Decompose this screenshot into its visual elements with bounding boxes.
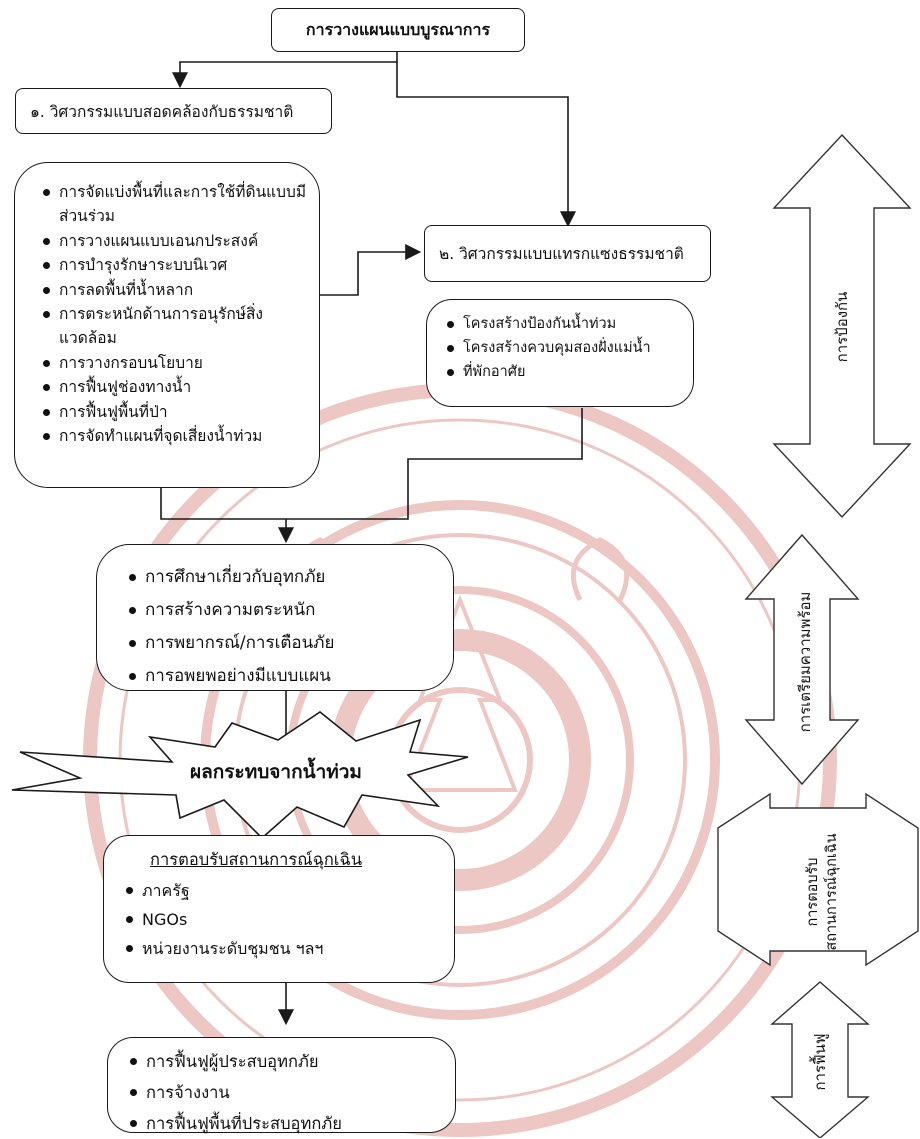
list-item: โครงสร้างควบคุมสองฝั่งแม่น้ำ (445, 336, 685, 360)
response-double-arrow (717, 792, 919, 967)
intervene-engineering-label: ๒. วิศวกรรมแบบแทรกแซงธรรมชาติ (439, 245, 684, 263)
list-item: การสร้างความตระหนัก (127, 594, 445, 627)
recovery-list: การฟื้นฟูผู้ประสบอุทกภัย การจ้างงาน การฟ… (128, 1046, 447, 1139)
list-item: การวางแผนแบบเอนกประสงค์ (41, 229, 309, 253)
recovery-label: การฟื้นฟู (811, 1033, 829, 1091)
merge-right (286, 408, 583, 520)
emergency-response-list: ภาครัฐ NGOs หน่วยงานระดับชุมชน ฯลฯ (124, 876, 446, 963)
arrow-to-intervene-eng (396, 62, 576, 228)
recovery-box: การฟื้นฟูผู้ประสบอุทกภัย การจ้างงาน การฟ… (107, 1037, 456, 1133)
nature-measures-box: การจัดแบ่งพื้นที่และการใช้ที่ดินแบบมีส่ว… (14, 162, 320, 488)
list-item: การฟื้นฟูช่องทางน้ำ (41, 375, 309, 399)
response-phase-label-line2: สถานการณ์ฉุกเฉิน (824, 833, 840, 951)
list-item: การฟื้นฟูผู้ประสบอุทกภัย (128, 1046, 447, 1077)
flood-impact-label: ผลกระทบจากน้ำท่วม (190, 761, 362, 783)
structural-measures-list: โครงสร้างป้องกันน้ำท่วม โครงสร้างควบคุมส… (445, 312, 685, 384)
preparedness-box: การศึกษาเกี่ยวกับอุทกภัย การสร้างความตระ… (96, 544, 454, 691)
list-item: การบำรุงรักษาระบบนิเวศ (41, 253, 309, 277)
list-item: การจ้างงาน (128, 1077, 447, 1108)
list-item: ที่พักอาศัย (445, 360, 685, 384)
preparedness-double-arrow (744, 533, 860, 786)
arrow-list-to-intervene (319, 244, 422, 296)
recovery-double-arrow (770, 981, 870, 1138)
list-item: การจัดทำแผนที่จุดเสี่ยงน้ำท่วม (41, 424, 309, 448)
list-item: โครงสร้างป้องกันน้ำท่วม (445, 312, 685, 336)
list-item: การฟื้นฟูพื้นที่ประสบอุทกภัย (128, 1108, 447, 1139)
list-item: การวางกรอบนโยบาย (41, 351, 309, 375)
list-item: ภาครัฐ (124, 876, 446, 905)
prevention-label: การป้องกัน (833, 291, 851, 363)
list-item: การตระหนักด้านการอนุรักษ์สิ่งแวดล้อม (41, 302, 309, 351)
arrow-to-nature-eng (172, 50, 398, 89)
prevention-double-arrow (772, 133, 912, 519)
response-phase-label-line1: การตอบรับ (805, 857, 821, 927)
list-item: NGOs (124, 905, 446, 934)
intervene-engineering-box: ๒. วิศวกรรมแบบแทรกแซงธรรมชาติ (424, 225, 711, 282)
emergency-response-title: การตอบรับสถานการณ์ฉุกเฉิน (150, 850, 362, 869)
list-item: การศึกษาเกี่ยวกับอุทกภัย (127, 561, 445, 594)
nature-measures-list: การจัดแบ่งพื้นที่และการใช้ที่ดินแบบมีส่ว… (41, 180, 309, 448)
list-item: การจัดแบ่งพื้นที่และการใช้ที่ดินแบบมีส่ว… (41, 180, 309, 229)
list-item: การลดพื้นที่น้ำหลาก (41, 278, 309, 302)
merge-left (160, 487, 286, 520)
list-item: การพยากรณ์/การเตือนภัย (127, 627, 445, 660)
nature-engineering-box: ๑. วิศวกรรมแบบสอดคล้องกับธรรมชาติ (15, 88, 332, 134)
integrated-planning-box: การวางแผนแบบบูรณาการ (271, 8, 525, 52)
structural-measures-box: โครงสร้างป้องกันน้ำท่วม โครงสร้างควบคุมส… (426, 299, 694, 407)
list-item: การฟื้นฟูพื้นที่ป่า (41, 400, 309, 424)
integrated-planning-title: การวางแผนแบบบูรณาการ (305, 19, 491, 39)
emergency-response-box: การตอบรับสถานการณ์ฉุกเฉิน ภาครัฐ NGOs หน… (103, 835, 455, 983)
preparedness-label: การเตรียมความพร้อม (796, 591, 814, 733)
list-item: หน่วยงานระดับชุมชน ฯลฯ (124, 934, 446, 963)
response-phase-label: การตอบรับ สถานการณ์ฉุกเฉิน (804, 832, 844, 952)
preparedness-list: การศึกษาเกี่ยวกับอุทกภัย การสร้างความตระ… (127, 561, 445, 693)
impact-burst-shape (11, 711, 469, 840)
nature-engineering-label: ๑. วิศวกรรมแบบสอดคล้องกับธรรมชาติ (30, 102, 294, 121)
list-item: การอพยพอย่างมีแบบแผน (127, 660, 445, 693)
